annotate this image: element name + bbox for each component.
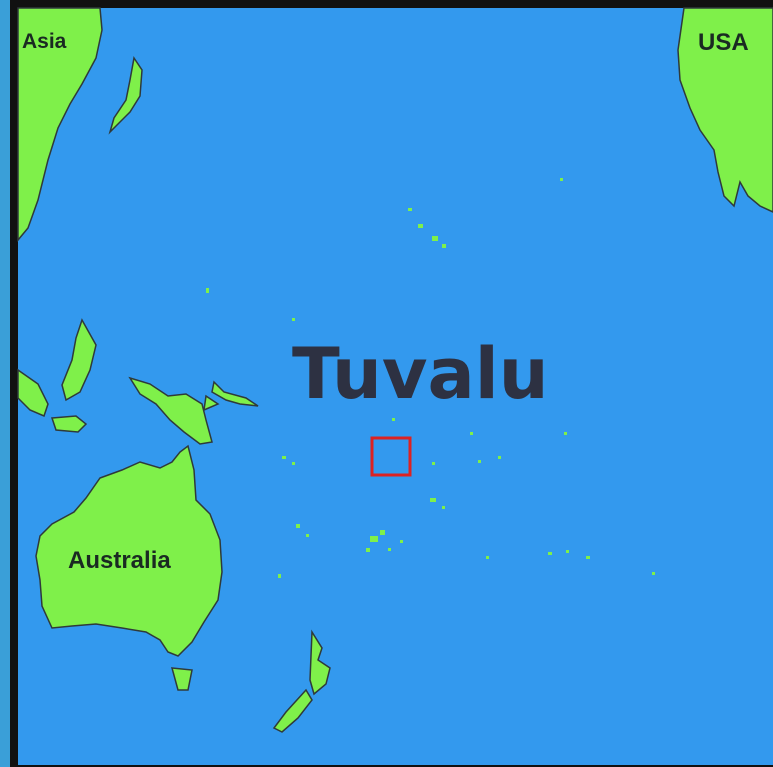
tuvalu-location-marker	[370, 436, 412, 477]
region-label-usa: USA	[698, 29, 749, 56]
region-label-australia: Australia	[68, 547, 171, 574]
bismarck-island	[203, 394, 220, 412]
indonesia-island-east	[50, 415, 88, 433]
tasmania-island	[170, 667, 193, 691]
philippines-island	[61, 318, 97, 402]
map-title: Tuvalu	[292, 333, 549, 415]
new-guinea-island	[128, 376, 213, 445]
region-label-asia: Asia	[22, 30, 67, 53]
australia-landmass	[35, 444, 223, 657]
solomon-islands	[211, 380, 259, 407]
usa-landmass	[677, 7, 773, 213]
pacific-islands	[206, 178, 655, 578]
map-left-strip	[0, 0, 10, 767]
new-zealand-south-island	[272, 688, 313, 733]
japan-island	[108, 56, 143, 135]
new-zealand-north-island	[309, 629, 331, 696]
asia-landmass	[17, 7, 103, 243]
indonesia-island-west	[17, 368, 49, 418]
